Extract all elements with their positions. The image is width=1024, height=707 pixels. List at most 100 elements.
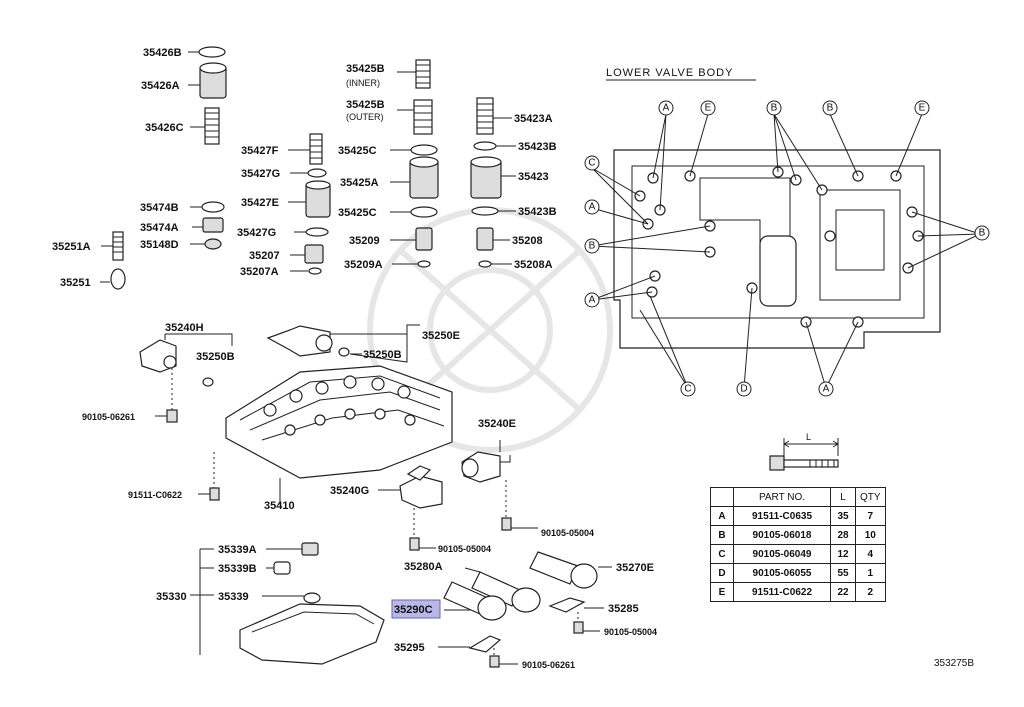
row-length: 55 bbox=[830, 563, 856, 583]
label-35207A[interactable]: 35207A bbox=[240, 266, 279, 278]
part-labels: 35426B 35426A 35426C 35427F 35427G 35427… bbox=[52, 47, 657, 670]
spring-35426C bbox=[204, 107, 220, 145]
label-35425B-outer-note: (OUTER) bbox=[346, 112, 384, 122]
label-91511-C0622[interactable]: 91511-C0622 bbox=[128, 490, 182, 500]
label-90105-05004[interactable]: 90105-05004 bbox=[438, 544, 491, 554]
label-90105-06261[interactable]: 90105-06261 bbox=[522, 660, 575, 670]
label-35427G[interactable]: 35427G bbox=[241, 168, 280, 180]
label-35250E[interactable]: 35250E bbox=[422, 330, 460, 342]
callout-B: B bbox=[771, 103, 778, 114]
label-35208[interactable]: 35208 bbox=[512, 235, 543, 247]
label-35423[interactable]: 35423 bbox=[518, 171, 549, 183]
label-35339A[interactable]: 35339A bbox=[218, 544, 257, 556]
row-key: E bbox=[710, 582, 734, 602]
bolt-length-label: L bbox=[806, 432, 811, 442]
label-35425B-outer[interactable]: 35425B bbox=[346, 99, 385, 111]
label-35240G[interactable]: 35240G bbox=[330, 485, 369, 497]
group-35427 bbox=[288, 133, 331, 237]
label-35425C[interactable]: 35425C bbox=[338, 207, 377, 219]
label-35207[interactable]: 35207 bbox=[249, 250, 280, 262]
bolt-dimension-sketch: L bbox=[769, 432, 839, 471]
label-35250B[interactable]: 35250B bbox=[363, 349, 402, 361]
label-90105-06261[interactable]: 90105-06261 bbox=[82, 412, 135, 422]
label-35474B[interactable]: 35474B bbox=[140, 202, 179, 214]
group-35474 bbox=[190, 201, 225, 250]
label-35474A[interactable]: 35474A bbox=[140, 222, 179, 234]
label-35290C[interactable]: 35290C bbox=[394, 604, 433, 616]
table-header-length: L bbox=[830, 487, 856, 507]
label-35425C[interactable]: 35425C bbox=[338, 145, 377, 157]
group-35285 bbox=[548, 597, 604, 634]
row-part-no[interactable]: 91511-C0635 bbox=[733, 506, 831, 526]
highlight-35290C bbox=[391, 599, 441, 619]
label-35251A[interactable]: 35251A bbox=[52, 241, 91, 253]
label-35209A[interactable]: 35209A bbox=[344, 259, 383, 271]
label-35240E[interactable]: 35240E bbox=[478, 418, 516, 430]
row-part-no[interactable]: 91511-C0622 bbox=[733, 582, 831, 602]
label-35295[interactable]: 35295 bbox=[394, 642, 425, 654]
callout-B: B bbox=[979, 228, 986, 239]
bolt-parts-table: PART NO. L QTY A 91511-C0635 35 7 B 9010… bbox=[710, 487, 886, 602]
row-qty: 7 bbox=[855, 506, 886, 526]
valve-body-bores bbox=[263, 375, 416, 436]
row-qty: 10 bbox=[855, 525, 886, 545]
label-35209[interactable]: 35209 bbox=[349, 235, 380, 247]
label-35251[interactable]: 35251 bbox=[60, 277, 91, 289]
solenoid-35240E bbox=[461, 440, 538, 531]
table-header-key bbox=[710, 487, 734, 507]
table-row: C 90105-06049 12 4 bbox=[710, 544, 886, 564]
table-row: E 91511-C0622 22 2 bbox=[710, 582, 886, 602]
callout-E: E bbox=[919, 103, 926, 114]
label-35148D[interactable]: 35148D bbox=[140, 239, 179, 251]
label-35427F[interactable]: 35427F bbox=[241, 145, 279, 157]
row-key: D bbox=[710, 563, 734, 583]
label-35427G[interactable]: 35427G bbox=[237, 227, 276, 239]
callout-A: A bbox=[589, 295, 596, 306]
label-35425A[interactable]: 35425A bbox=[340, 177, 379, 189]
callout-markers: A E B B E C A B A B C D A bbox=[584, 100, 990, 397]
label-35330[interactable]: 35330 bbox=[156, 591, 187, 603]
label-90105-05004[interactable]: 90105-05004 bbox=[541, 528, 594, 538]
label-35285[interactable]: 35285 bbox=[608, 603, 639, 615]
label-35410[interactable]: 35410 bbox=[264, 500, 295, 512]
label-35208A[interactable]: 35208A bbox=[514, 259, 553, 271]
group-35295 bbox=[438, 635, 518, 668]
label-35339B[interactable]: 35339B bbox=[218, 563, 257, 575]
table-row: A 91511-C0635 35 7 bbox=[710, 506, 886, 526]
label-35270E[interactable]: 35270E bbox=[616, 562, 654, 574]
label-35426B[interactable]: 35426B bbox=[143, 47, 182, 59]
row-qty: 2 bbox=[855, 582, 886, 602]
label-35423B[interactable]: 35423B bbox=[518, 206, 557, 218]
label-35426C[interactable]: 35426C bbox=[145, 122, 184, 134]
table-header-qty: QTY bbox=[855, 487, 886, 507]
row-qty: 1 bbox=[855, 563, 886, 583]
row-length: 12 bbox=[830, 544, 856, 564]
label-35280A[interactable]: 35280A bbox=[404, 561, 443, 573]
lower-valve-body-view: LOWER VALVE BODY bbox=[606, 67, 941, 349]
callout-B: B bbox=[827, 103, 834, 114]
valve-body-35410 bbox=[198, 365, 453, 505]
label-90105-05004[interactable]: 90105-05004 bbox=[604, 627, 657, 637]
label-35423B[interactable]: 35423B bbox=[518, 141, 557, 153]
solenoid-35240H bbox=[139, 333, 233, 423]
label-35250B[interactable]: 35250B bbox=[196, 351, 235, 363]
row-part-no[interactable]: 90105-06018 bbox=[733, 525, 831, 545]
row-part-no[interactable]: 90105-06055 bbox=[733, 563, 831, 583]
group-35423 bbox=[470, 97, 516, 268]
solenoid-35250E bbox=[266, 324, 420, 363]
label-35426A[interactable]: 35426A bbox=[141, 80, 180, 92]
label-35425B-inner[interactable]: 35425B bbox=[346, 63, 385, 75]
row-key: A bbox=[710, 506, 734, 526]
row-part-no[interactable]: 90105-06049 bbox=[733, 544, 831, 564]
table-row: B 90105-06018 28 10 bbox=[710, 525, 886, 545]
label-35339[interactable]: 35339 bbox=[218, 591, 249, 603]
label-35423A[interactable]: 35423A bbox=[514, 113, 553, 125]
diagram-code: 353275B bbox=[934, 658, 975, 669]
label-35240H[interactable]: 35240H bbox=[165, 322, 204, 334]
callout-C: C bbox=[588, 158, 595, 169]
label-35425B-inner-note: (INNER) bbox=[346, 78, 380, 88]
group-35425 bbox=[390, 59, 439, 268]
group-35330 bbox=[190, 542, 385, 665]
label-35427E[interactable]: 35427E bbox=[241, 197, 279, 209]
